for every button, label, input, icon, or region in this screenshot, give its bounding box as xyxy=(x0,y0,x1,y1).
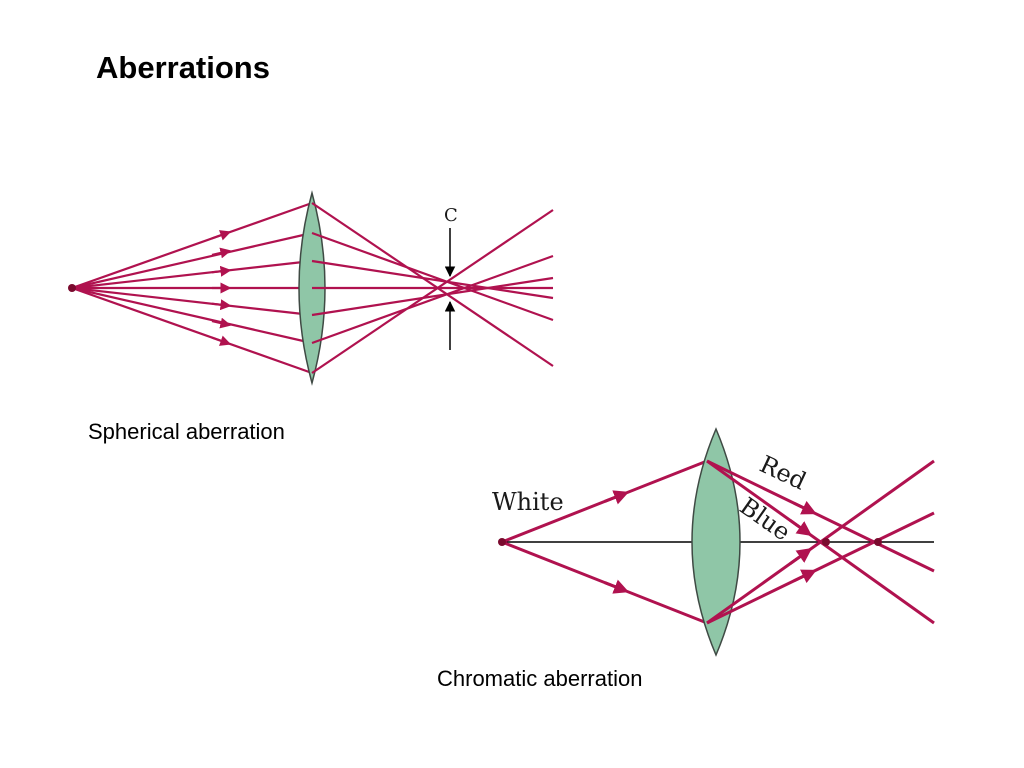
red-ray-top xyxy=(706,459,935,573)
red-ray-bottom xyxy=(706,511,935,625)
focus-label-c: C xyxy=(444,205,458,226)
blue-ray-bottom xyxy=(706,459,935,625)
spherical-refracted-rays xyxy=(311,202,554,374)
spherical-aberration-diagram: C xyxy=(68,190,554,386)
white-label: White xyxy=(492,488,564,516)
slide-title: Aberrations xyxy=(96,50,270,85)
chromatic-refracted-rays xyxy=(706,459,935,625)
least-confusion-markers: C xyxy=(444,205,458,350)
spherical-point-source xyxy=(68,284,76,292)
chromatic-point-source xyxy=(498,538,506,546)
spherical-ray-arrows xyxy=(211,230,232,346)
chromatic-aberration-diagram: White Red Blue xyxy=(492,427,935,657)
chromatic-ray-arrows xyxy=(789,500,817,584)
chromatic-caption: Chromatic aberration xyxy=(437,666,643,691)
spherical-caption: Spherical aberration xyxy=(88,419,285,444)
spherical-incoming-rays xyxy=(71,201,313,375)
blue-focus-point xyxy=(822,538,830,546)
chromatic-lens xyxy=(691,427,741,657)
chromatic-incoming-rays xyxy=(501,459,708,625)
red-focus-point xyxy=(874,538,882,546)
